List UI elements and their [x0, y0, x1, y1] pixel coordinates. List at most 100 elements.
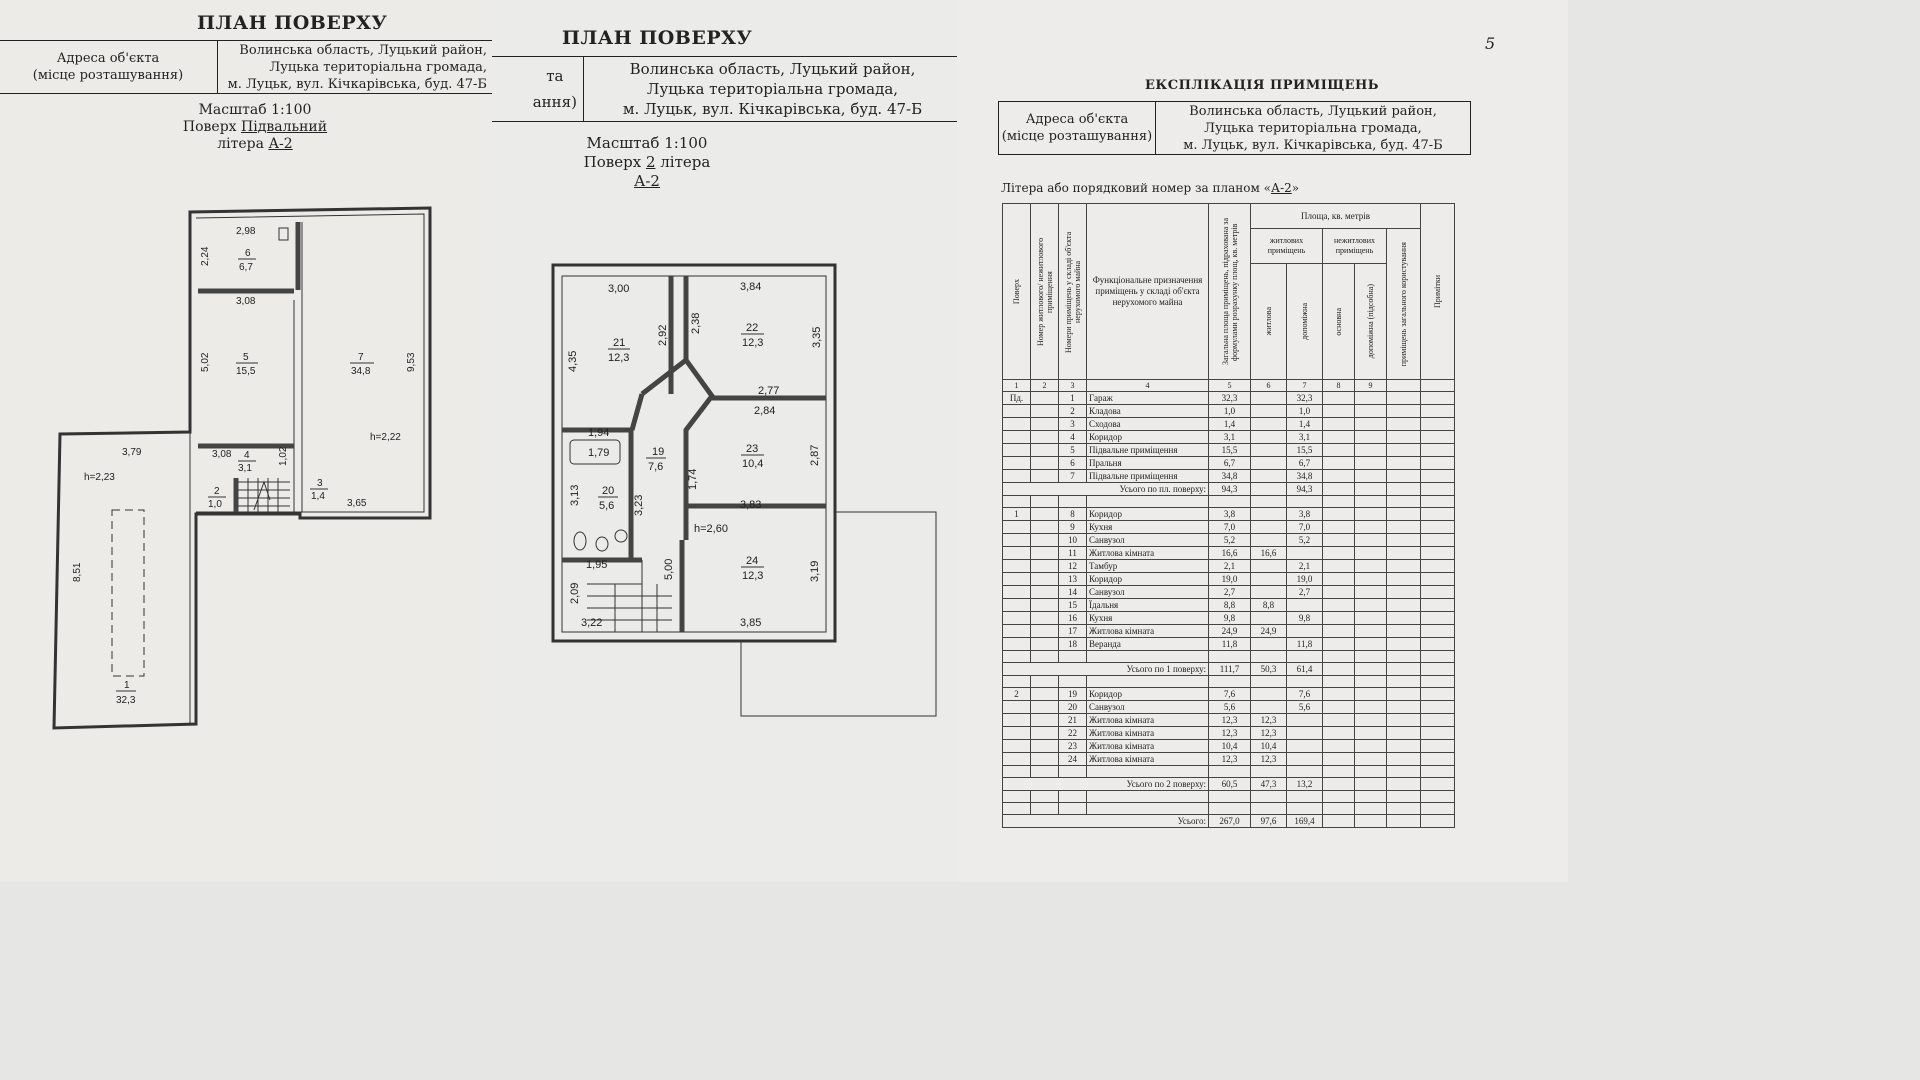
row-apartment	[1030, 417, 1059, 431]
sheet1-address-box: Адреса об'єкта(місце розташування) Волин…	[0, 40, 492, 94]
row-room-number: 1	[1058, 391, 1087, 405]
row-room-number: 24	[1058, 752, 1087, 766]
row-room-number: 8	[1058, 507, 1087, 521]
sheet1-address-label: Адреса об'єкта(місце розташування)	[32, 51, 184, 83]
row-purpose: Житлова кімната	[1086, 546, 1209, 560]
row-room-number: 18	[1058, 637, 1087, 651]
row-aux-area	[1286, 752, 1323, 766]
grand-total-living: 97,6	[1250, 814, 1287, 828]
dim-label: 1,02	[278, 446, 289, 466]
col-living-aux-header: допоміжна	[1286, 262, 1323, 381]
dim-label: 3,35	[811, 327, 823, 348]
svg-text:5,6: 5,6	[599, 500, 614, 512]
svg-text:3,1: 3,1	[238, 463, 252, 474]
row-aux-area: 7,6	[1286, 687, 1323, 701]
row-room-number: 6	[1058, 456, 1087, 470]
explication-table: Поверх Номер житлового/ нежитлового прим…	[1002, 203, 1455, 828]
row-apartment	[1030, 700, 1059, 714]
row-aux-area	[1286, 713, 1323, 727]
row-purpose: Коридор	[1086, 687, 1209, 701]
row-apartment	[1030, 585, 1059, 599]
row-aux-area: 9,8	[1286, 611, 1323, 625]
area-group-header: Площа, кв. метрів	[1250, 203, 1421, 229]
row-aux-area	[1286, 546, 1323, 560]
row-total-area: 5,6	[1208, 700, 1251, 714]
subtotal-aux: 94,3	[1286, 482, 1323, 496]
row-purpose: Житлова кімната	[1086, 739, 1209, 753]
row-floor	[1002, 637, 1031, 651]
col-floor-header: Поверх	[1002, 203, 1031, 380]
subtotal-aux: 13,2	[1286, 777, 1323, 791]
svg-text:7,6: 7,6	[648, 461, 663, 473]
col-notes-header: Примітки	[1420, 203, 1455, 380]
row-apartment	[1030, 456, 1059, 470]
empty-row	[1002, 802, 1455, 815]
svg-text:1,0: 1,0	[208, 499, 222, 510]
row-floor	[1002, 624, 1031, 638]
row-purpose: Пральня	[1086, 456, 1209, 470]
row-total-area: 12,3	[1208, 726, 1251, 740]
grand-total-aux: 169,4	[1286, 814, 1323, 828]
dim-label: 2,24	[200, 246, 211, 266]
row-apartment	[1030, 391, 1059, 405]
row-purpose: Кухня	[1086, 520, 1209, 534]
row-total-area: 12,3	[1208, 752, 1251, 766]
row-floor	[1002, 572, 1031, 586]
row-apartment	[1030, 559, 1059, 573]
row-room-number: 4	[1058, 430, 1087, 444]
row-living-area	[1250, 533, 1287, 547]
row-purpose: Підвальне приміщення	[1086, 469, 1209, 483]
sheet1-scale: Масштаб 1:100 Поверх Підвальний літера А…	[182, 102, 328, 152]
svg-text:7: 7	[358, 352, 364, 363]
dim-label: h=2,60	[694, 523, 728, 535]
row-living-area	[1250, 507, 1287, 521]
row-aux-area: 6,7	[1286, 456, 1323, 470]
row-apartment	[1030, 572, 1059, 586]
row-apartment	[1030, 713, 1059, 727]
col-purpose-header: Функціональне призначення приміщень у ск…	[1086, 203, 1209, 380]
row-aux-area: 5,2	[1286, 533, 1323, 547]
row-apartment	[1030, 739, 1059, 753]
dim-label: 3,22	[581, 617, 602, 629]
row-floor	[1002, 585, 1031, 599]
row-total-area: 2,7	[1208, 585, 1251, 599]
dim-label: 3,00	[608, 283, 629, 295]
row-living-area	[1250, 417, 1287, 431]
row-total-area: 19,0	[1208, 572, 1251, 586]
col-total-area-header: Загальна площа приміщень, підрахована за…	[1208, 203, 1251, 380]
row-floor	[1002, 611, 1031, 625]
col-common-header: приміщень загального користування	[1386, 228, 1421, 380]
dim-label: 2,38	[690, 313, 702, 334]
dim-label: 1,95	[586, 559, 607, 571]
room-7-label: 734,8	[350, 352, 374, 377]
row-aux-area: 2,7	[1286, 585, 1323, 599]
row-total-area: 10,4	[1208, 739, 1251, 753]
basement-floor-plan: 2,98 2,24 3,08 5,02 9,53 3,79 h=2,23 3,0…	[52, 206, 432, 730]
svg-text:12,3: 12,3	[742, 570, 763, 582]
litera-line: Літера або порядковий номер за планом «А…	[1001, 181, 1300, 195]
row-room-number: 16	[1058, 611, 1087, 625]
col-nl-aux-header: допоміжна (підсобна)	[1354, 262, 1387, 381]
room-1-label: 132,3	[116, 680, 136, 706]
row-living-area	[1250, 572, 1287, 586]
row-apartment	[1030, 520, 1059, 534]
room-6-label: 66,7	[238, 248, 256, 273]
row-total-area: 34,8	[1208, 469, 1251, 483]
dim-label: 9,53	[406, 352, 417, 372]
row-apartment	[1030, 624, 1059, 638]
row-living-area	[1250, 559, 1287, 573]
